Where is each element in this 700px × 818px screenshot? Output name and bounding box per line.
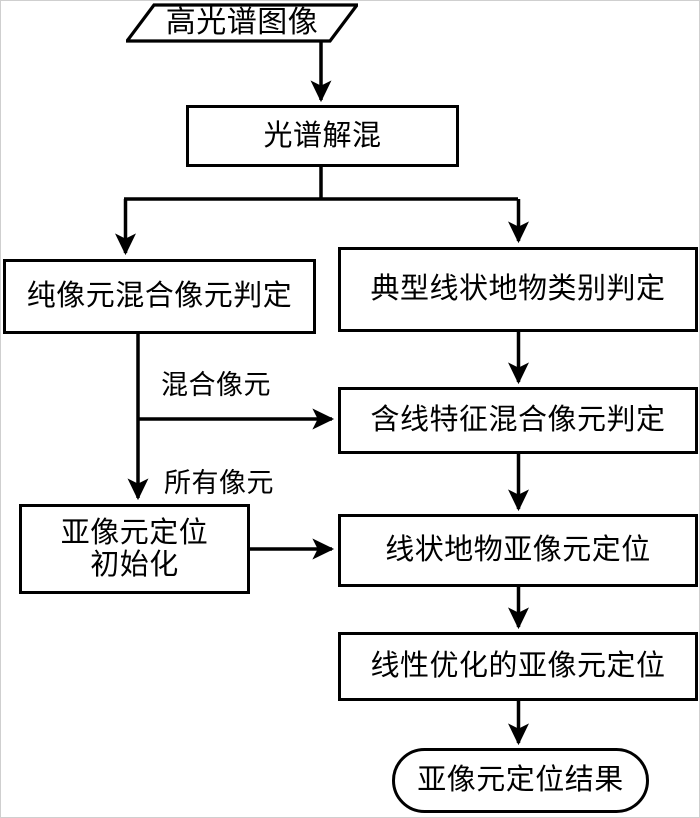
node-label: 线状地物亚像元定位: [385, 534, 651, 567]
node-subpixel-mapping-result[interactable]: 亚像元定位结果: [392, 748, 649, 813]
node-label: 典型线状地物类别判定: [370, 273, 666, 306]
node-linear-feature-subpixel-mapping[interactable]: 线状地物亚像元定位: [338, 514, 698, 587]
node-hyperspectral-image[interactable]: 高光谱图像: [126, 3, 358, 43]
node-label: 纯像元混合像元判定: [26, 280, 293, 313]
node-spectral-unmixing[interactable]: 光谱解混: [186, 105, 459, 167]
node-subpixel-mapping-initialization[interactable]: 亚像元定位 初始化: [19, 504, 250, 594]
node-label: 亚像元定位 初始化: [60, 516, 209, 581]
node-pure-mixed-pixel-determination[interactable]: 纯像元混合像元判定: [3, 259, 316, 334]
node-line-feature-mixed-pixel-determination[interactable]: 含线特征混合像元判定: [338, 387, 698, 454]
node-label: 高光谱图像: [165, 6, 319, 40]
edge-unmixing-split: [115, 167, 530, 256]
node-label: 含线特征混合像元判定: [370, 404, 666, 437]
parallelogram-shape: [126, 3, 358, 43]
node-linear-optimized-subpixel-mapping[interactable]: 线性优化的亚像元定位: [338, 632, 698, 701]
node-label: 线性优化的亚像元定位: [370, 650, 666, 683]
edge-label-all-pixels: 所有像元: [164, 468, 274, 498]
edge-label-mixed-pixel: 混合像元: [161, 370, 271, 400]
node-label: 光谱解混: [263, 119, 382, 152]
node-label: 亚像元定位结果: [417, 764, 624, 797]
node-typical-linear-feature-class-determination[interactable]: 典型线状地物类别判定: [338, 247, 698, 332]
